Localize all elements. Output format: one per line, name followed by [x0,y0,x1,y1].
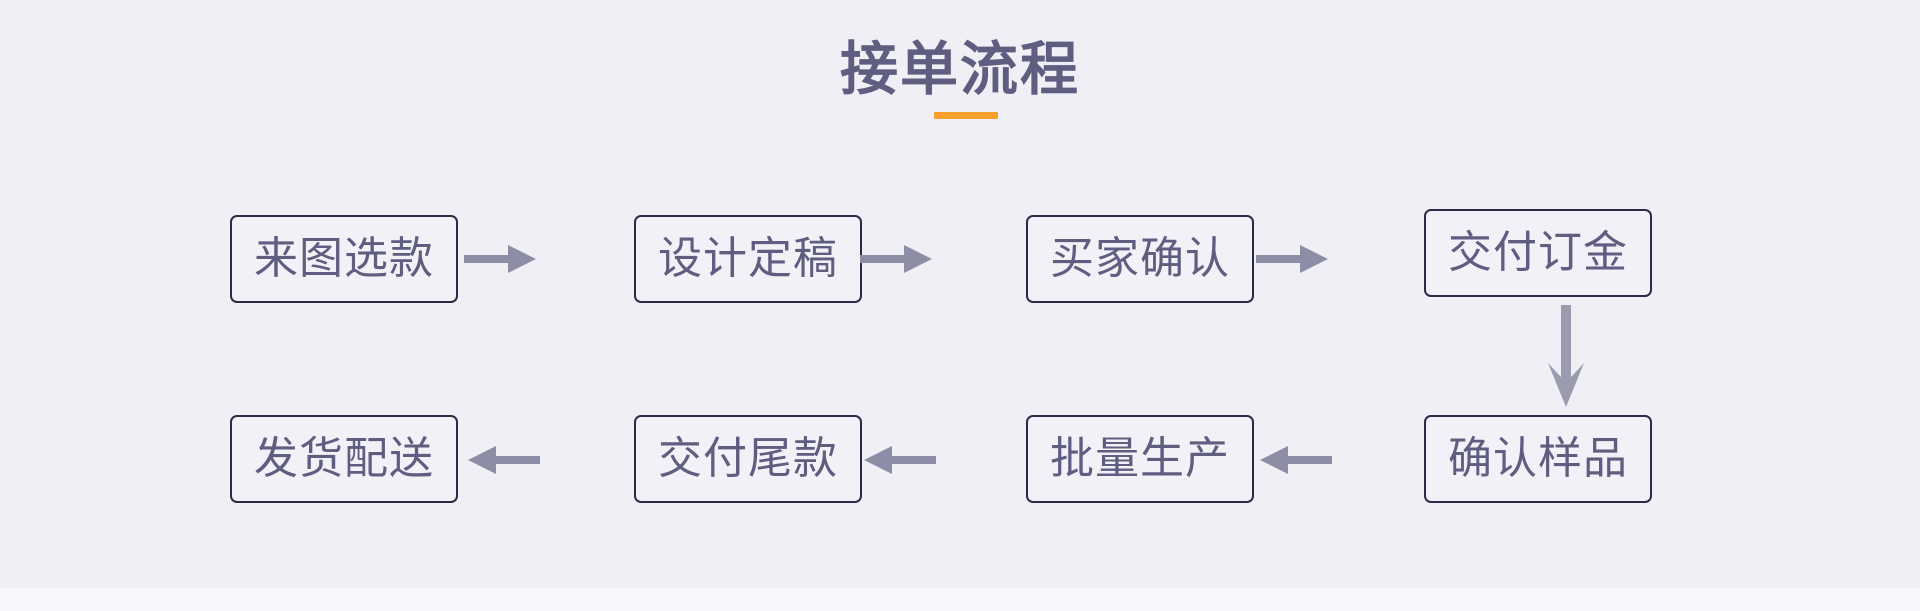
page-title: 接单流程 [839,35,1080,103]
flow-node-label: 设计定稿 [658,233,838,284]
flow-node-label: 买家确认 [1050,233,1230,284]
flow-node-4[interactable]: 交付订金 [1424,209,1652,297]
bottom-strip [0,588,1920,611]
arrow-right-icon [1256,239,1330,279]
flow-node-6[interactable]: 批量生产 [1026,415,1254,503]
arrow-left-icon [1258,440,1332,480]
slide-content-area: 接单流程 来图选款 设计定稿 买家确认 交付订金 确认样品 批量生产 交付尾款 … [0,34,1920,503]
title-block: 接单流程 [0,34,1920,104]
flow-node-label: 发货配送 [254,433,434,484]
flow-node-1[interactable]: 来图选款 [230,215,458,303]
arrow-left-icon [862,440,936,480]
arrow-right-icon [860,239,934,279]
flow-node-3[interactable]: 买家确认 [1026,215,1254,303]
arrow-right-icon [464,239,538,279]
flow-node-label: 确认样品 [1448,433,1628,484]
flow-node-label: 交付尾款 [658,433,838,484]
arrow-down-icon [1546,305,1586,409]
flow-node-label: 来图选款 [254,233,434,284]
arrow-left-icon [466,440,540,480]
flow-node-8[interactable]: 发货配送 [230,415,458,503]
flow-node-5[interactable]: 确认样品 [1424,415,1652,503]
title-accent-bar [934,112,998,119]
flow-node-label: 交付订金 [1448,227,1628,278]
flow-node-2[interactable]: 设计定稿 [634,215,862,303]
flow-node-7[interactable]: 交付尾款 [634,415,862,503]
flow-node-label: 批量生产 [1050,433,1230,484]
